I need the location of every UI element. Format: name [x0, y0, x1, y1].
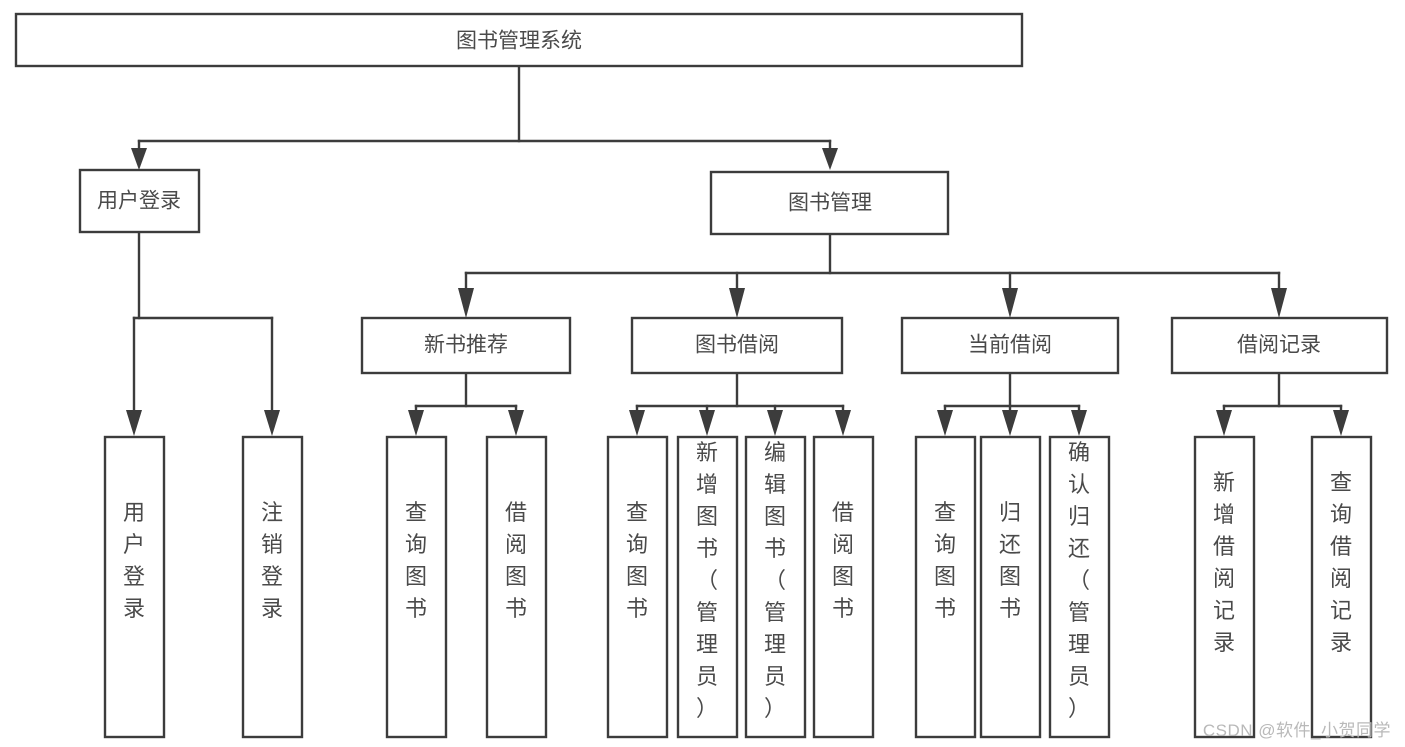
- node-leaf-query-borrow-record-box[interactable]: [1310, 435, 1373, 739]
- node-leaf-query-book-1-box[interactable]: [385, 435, 448, 739]
- node-current-borrow-box[interactable]: [900, 316, 1120, 375]
- node-user-login-box[interactable]: [78, 168, 201, 234]
- node-book-borrow-box[interactable]: [630, 316, 844, 375]
- node-leaf-query-book-3-box[interactable]: [914, 435, 977, 739]
- node-new-book-recommend[interactable]: 新书推荐: [360, 316, 572, 375]
- node-leaf-user-login[interactable]: 用户登录: [103, 435, 166, 739]
- node-leaf-query-borrow-record[interactable]: 查询借阅记录: [1310, 435, 1373, 739]
- arrow-head-borrow-record: [1271, 288, 1287, 318]
- node-leaf-borrow-book-1-label: 借阅图书: [505, 500, 527, 621]
- arrow-head-book-borrow: [729, 288, 745, 318]
- arrow-head-leaf-borrow-book-2: [835, 410, 851, 436]
- node-leaf-edit-book-box[interactable]: [744, 435, 807, 739]
- arrow-head-leaf-query-book-2: [629, 410, 645, 436]
- node-book-borrow-label: 图书借阅: [695, 334, 779, 357]
- node-leaf-add-book[interactable]: 新增图书（管理员）: [676, 435, 739, 739]
- node-leaf-borrow-book-1[interactable]: 借阅图书: [485, 435, 548, 739]
- node-leaf-add-borrow-record-box[interactable]: [1193, 435, 1256, 739]
- node-leaf-query-book-1[interactable]: 查询图书: [385, 435, 448, 739]
- arrow-head-leaf-borrow-book-1: [508, 410, 524, 436]
- arrow-head-leaf-edit-book: [767, 410, 783, 436]
- node-leaf-confirm-return-label: 确认归还（管理员）: [1068, 440, 1090, 721]
- node-leaf-query-book-2-box[interactable]: [606, 435, 669, 739]
- node-root[interactable]: 图书管理系统: [14, 12, 1024, 68]
- node-leaf-add-borrow-record[interactable]: 新增借阅记录: [1193, 435, 1256, 739]
- node-book-manage-box[interactable]: [709, 170, 950, 236]
- node-book-borrow[interactable]: 图书借阅: [630, 316, 844, 375]
- node-leaf-logout-login-box[interactable]: [241, 435, 304, 739]
- node-leaf-confirm-return[interactable]: 确认归还（管理员）: [1048, 435, 1111, 739]
- arrow-head-user-login: [131, 148, 147, 170]
- arrow-head-leaf-query-book-1: [408, 410, 424, 436]
- arrow-head-new-book-recommend: [458, 288, 474, 318]
- node-new-book-recommend-box[interactable]: [360, 316, 572, 375]
- arrow-head-leaf-add-borrow-record: [1216, 410, 1232, 436]
- node-book-manage-label: 图书管理: [788, 192, 872, 215]
- node-leaf-query-book-1-label: 查询图书: [405, 500, 427, 621]
- node-leaf-query-book-2[interactable]: 查询图书: [606, 435, 669, 739]
- arrow-head-leaf-query-book-3: [937, 410, 953, 436]
- node-leaf-edit-book[interactable]: 编辑图书（管理员）: [744, 435, 807, 739]
- node-user-login[interactable]: 用户登录: [78, 168, 201, 234]
- arrow-head-leaf-user-login: [126, 410, 142, 436]
- node-leaf-user-login-label: 用户登录: [123, 500, 145, 621]
- node-leaf-query-book-3-label: 查询图书: [934, 500, 956, 621]
- node-book-manage[interactable]: 图书管理: [709, 170, 950, 236]
- node-current-borrow-label: 当前借阅: [968, 334, 1052, 357]
- arrow-head-book-manage: [822, 148, 838, 170]
- node-borrow-record-box[interactable]: [1170, 316, 1389, 375]
- node-leaf-return-book-box[interactable]: [979, 435, 1042, 739]
- node-leaf-query-borrow-record-label: 查询借阅记录: [1330, 470, 1352, 655]
- arrow-head-leaf-confirm-return: [1071, 410, 1087, 436]
- node-leaf-return-book-label: 归还图书: [999, 500, 1021, 621]
- node-leaf-query-book-3[interactable]: 查询图书: [914, 435, 977, 739]
- node-borrow-record[interactable]: 借阅记录: [1170, 316, 1389, 375]
- node-leaf-add-borrow-record-label: 新增借阅记录: [1213, 470, 1235, 655]
- node-leaf-borrow-book-2-label: 借阅图书: [832, 500, 854, 621]
- node-leaf-borrow-book-1-box[interactable]: [485, 435, 548, 739]
- node-leaf-query-book-2-label: 查询图书: [626, 500, 648, 621]
- arrow-head-current-borrow: [1002, 288, 1018, 318]
- node-leaf-add-book-label: 新增图书（管理员）: [696, 440, 718, 721]
- node-current-borrow[interactable]: 当前借阅: [900, 316, 1120, 375]
- node-new-book-recommend-label: 新书推荐: [424, 334, 508, 357]
- node-leaf-edit-book-label: 编辑图书（管理员）: [764, 440, 786, 721]
- node-leaf-logout-login-label: 注销登录: [261, 500, 283, 621]
- arrow-head-leaf-return-book: [1002, 410, 1018, 436]
- node-root-label: 图书管理系统: [456, 30, 582, 53]
- node-leaf-add-book-box[interactable]: [676, 435, 739, 739]
- node-borrow-record-label: 借阅记录: [1237, 334, 1321, 357]
- node-leaf-logout-login[interactable]: 注销登录: [241, 435, 304, 739]
- node-leaf-borrow-book-2-box[interactable]: [812, 435, 875, 739]
- node-leaf-return-book[interactable]: 归还图书: [979, 435, 1042, 739]
- arrow-head-leaf-logout-login: [264, 410, 280, 436]
- arrow-head-leaf-query-borrow-record: [1333, 410, 1349, 436]
- node-leaf-confirm-return-box[interactable]: [1048, 435, 1111, 739]
- node-leaf-user-login-box[interactable]: [103, 435, 166, 739]
- node-user-login-label: 用户登录: [97, 190, 181, 213]
- arrow-head-leaf-add-book: [699, 410, 715, 436]
- node-leaf-borrow-book-2[interactable]: 借阅图书: [812, 435, 875, 739]
- connector-group: [126, 64, 1349, 436]
- node-root-box[interactable]: [14, 12, 1024, 68]
